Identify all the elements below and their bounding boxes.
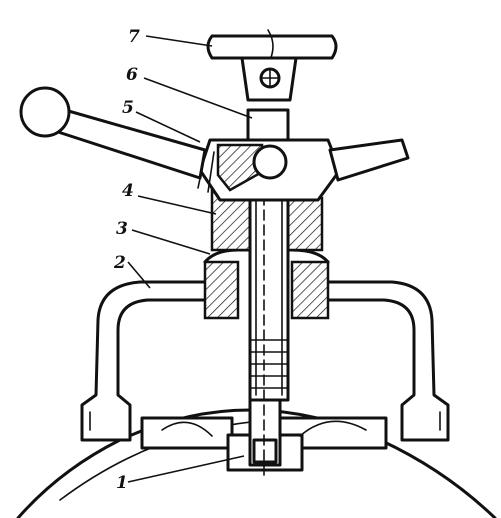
callout-2: 2	[113, 253, 126, 273]
callout-6: 6	[126, 65, 138, 85]
leader-2	[127, 261, 151, 289]
leader-1	[127, 455, 245, 483]
leader-3	[131, 229, 211, 255]
leader-7	[145, 35, 213, 47]
callout-1: 1	[116, 473, 128, 493]
leader-5	[135, 111, 201, 143]
housing	[210, 188, 324, 252]
body-boss	[140, 398, 388, 472]
leader-lines	[127, 35, 253, 483]
handwheel	[206, 29, 338, 102]
leader-4	[137, 195, 217, 215]
callout-5: 5	[122, 98, 134, 118]
callout-labels: 7 6 5 4 3 2 1	[113, 27, 140, 493]
leader-6	[143, 77, 253, 119]
callout-7: 7	[128, 27, 140, 47]
callout-3: 3	[116, 219, 128, 239]
callout-4: 4	[122, 181, 134, 201]
lever	[19, 86, 410, 202]
